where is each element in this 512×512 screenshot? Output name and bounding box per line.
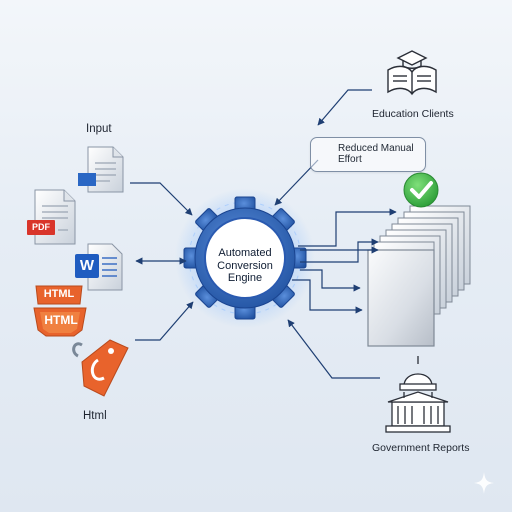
engine-label-line2: Conversion [217,259,273,272]
book-graduation-cap-icon [387,50,437,96]
callout-text: Reduced Manual Effort [338,143,414,165]
check-circle-icon [403,172,439,208]
callout-box [310,137,426,172]
html-badge-icon [33,285,87,337]
capitol-building-icon [385,356,451,433]
document-icon [78,146,124,193]
input-label: Input [86,123,112,135]
html-label: Html [83,410,107,422]
engine-label-line1: Automated [218,247,272,259]
sparkle-icon [474,472,494,494]
gear-icon [183,196,307,320]
pdf-file-icon [34,189,76,245]
engine-label: Automated Conversion Engine [200,247,290,285]
html-badge-bottom: HTML [44,313,78,327]
education-clients-label: Education Clients [372,108,454,120]
tag-icon [72,339,129,397]
stacked-pages-icon [367,205,471,347]
word-badge: W [75,254,99,278]
pdf-badge: PDF [27,220,55,235]
engine-label-line3: Engine [227,272,263,284]
government-reports-label: Government Reports [372,442,470,454]
html-badge-top: HTML [43,288,75,300]
